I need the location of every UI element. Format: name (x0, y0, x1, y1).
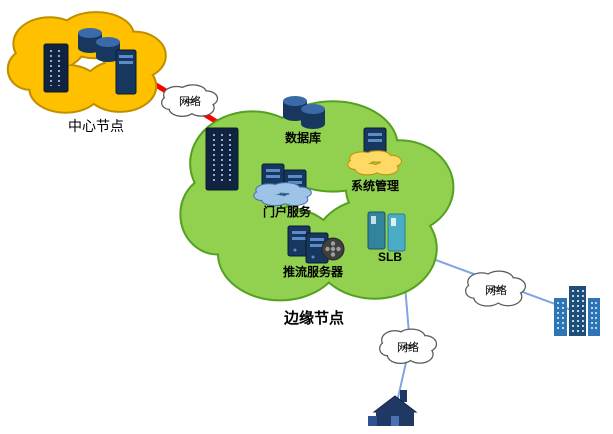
network-cloud-2: 网络 (465, 271, 526, 306)
network-cloud-1: 网络 (161, 85, 218, 117)
database-label: 数据库 (285, 130, 321, 145)
system-management-label: 系统管理 (351, 178, 399, 193)
city-buildings-icon (554, 286, 600, 336)
network-label-3: 网络 (397, 340, 419, 354)
film-reel-icon (321, 237, 345, 261)
streaming-servers-film-reel-icon (287, 225, 345, 264)
edge-node-cloud: 数据库 系统管理 门户服务 (181, 96, 452, 299)
streaming-server-label: 推流服务器 (283, 264, 344, 279)
rack-panel-icon (43, 43, 69, 93)
network-label-2: 网络 (485, 283, 507, 297)
slb-label: SLB (378, 250, 402, 264)
slb-cabinets-icon (367, 211, 406, 252)
portal-service-label: 门户服务 (263, 204, 312, 219)
server-rack-icon (205, 127, 239, 191)
center-node-cloud (7, 11, 167, 114)
center-node-label: 中心节点 (68, 118, 124, 134)
network-label-1: 网络 (179, 94, 201, 108)
edge-node-label: 边缘节点 (283, 309, 344, 327)
network-cloud-3: 网络 (379, 329, 437, 364)
campus-building-icon (368, 390, 418, 426)
server-tower-icon (115, 49, 137, 95)
portal-servers-on-cloud-icon (253, 163, 312, 206)
